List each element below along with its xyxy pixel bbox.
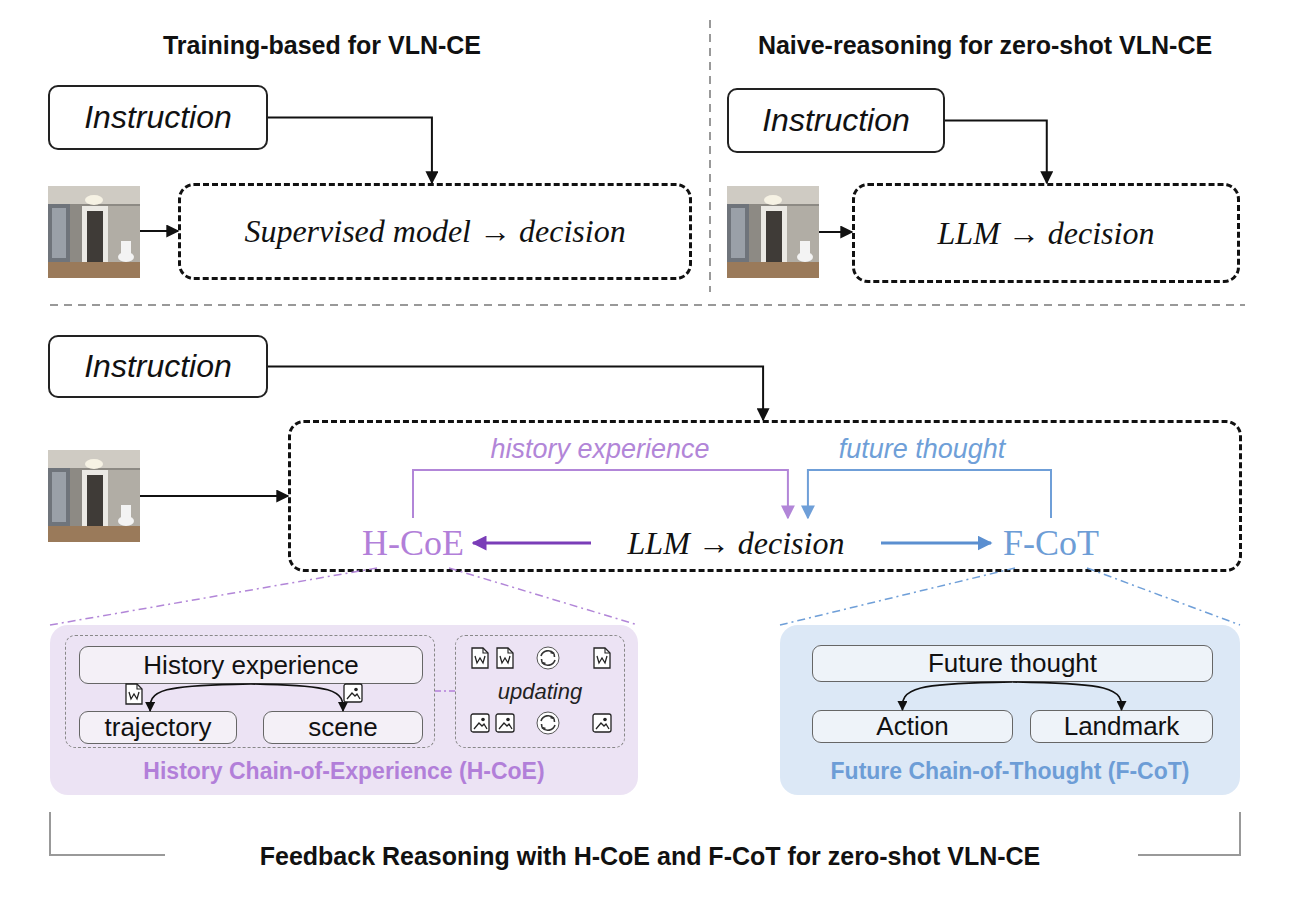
node-text: History experience <box>143 650 358 681</box>
node-text: History Chain-of-Experience (H-CoE) <box>50 758 638 785</box>
node-text: F-CoT <box>1003 522 1099 564</box>
concept-box: Landmark <box>1030 710 1213 743</box>
leader-line <box>780 568 1015 625</box>
flow-arrow <box>902 682 1012 710</box>
flow-arrow <box>473 542 591 545</box>
document-icon <box>594 648 610 668</box>
input-arrow <box>140 230 178 232</box>
framework-box: H-CoE LLM → decision F-CoT <box>288 420 1242 572</box>
leader-line <box>50 568 377 625</box>
concept-box: Future thought <box>812 645 1213 682</box>
node-text: H-CoE <box>362 522 464 564</box>
bracket-line <box>50 812 165 855</box>
concept-box: History experience <box>79 646 423 684</box>
document-icon <box>126 684 142 704</box>
scene-image <box>48 186 140 278</box>
module-panel: Future Chain-of-Thought (F-CoT) Future th… <box>780 625 1240 795</box>
node-text: Future Chain-of-Thought (F-CoT) <box>780 758 1240 785</box>
node-text: Landmark <box>1064 711 1180 742</box>
module-panel: History Chain-of-Experience (H-CoE) Histo… <box>50 625 638 795</box>
flow-arrow <box>945 121 1047 184</box>
input-box: Instruction <box>48 85 268 150</box>
node-text: Future thought <box>928 648 1097 679</box>
cycle-icon <box>537 712 559 734</box>
node-text: trajectory <box>105 712 212 743</box>
decision-node: LLM → decision <box>591 518 881 568</box>
concept-box: Action <box>812 710 1013 743</box>
node-text: LLM → decision <box>938 215 1155 252</box>
edge-label: history experience <box>490 434 709 465</box>
panel-heading: Naive-reasoning for zero-shot VLN-CE <box>758 31 1212 60</box>
flow-arrow <box>881 542 991 545</box>
module-label: H-CoE <box>353 518 473 568</box>
node-text: Action <box>876 711 948 742</box>
document-icon <box>472 648 488 668</box>
scene-image <box>48 450 140 542</box>
scene-image <box>727 186 819 278</box>
flow-arrow <box>413 470 788 518</box>
flow-arrow <box>268 118 432 184</box>
input-box: Instruction <box>727 88 945 153</box>
flow-arrow <box>150 684 251 711</box>
node-text: Supervised model → decision <box>244 213 625 250</box>
panel-divider <box>50 304 1245 306</box>
module-label: F-CoT <box>991 518 1111 568</box>
node-text: updating <box>498 679 582 705</box>
input-arrow <box>140 495 288 497</box>
flow-arrow <box>268 367 763 421</box>
input-box: Instruction <box>48 335 268 398</box>
figure-caption-line: Feedback Reasoning with H-CoE and F-CoT … <box>260 842 1041 871</box>
bracket-line <box>1138 812 1240 855</box>
input-arrow <box>819 231 852 233</box>
cycle-icon <box>537 647 559 669</box>
node-text: Instruction <box>84 348 232 385</box>
flow-arrow <box>251 684 343 711</box>
leader-line <box>435 690 455 692</box>
image-icon <box>593 714 611 732</box>
leader-line <box>1087 568 1240 625</box>
image-icon <box>496 714 514 732</box>
leader-line <box>449 568 638 625</box>
image-icon <box>344 684 362 702</box>
concept-box: scene <box>263 711 423 744</box>
node-text: Instruction <box>762 102 910 139</box>
flow-arrow <box>808 470 1051 518</box>
group-box: History experience trajectory scene <box>65 635 435 748</box>
flow-arrow <box>1013 682 1122 710</box>
update-box: updating <box>455 635 625 748</box>
node-text: Instruction <box>84 99 232 136</box>
node-text: LLM → decision <box>628 525 845 562</box>
image-icon <box>471 714 489 732</box>
document-icon <box>497 648 513 668</box>
model-box: LLM → decision <box>852 183 1240 283</box>
node-text: scene <box>308 712 377 743</box>
panel-heading: Training-based for VLN-CE <box>163 31 481 60</box>
model-box: Supervised model → decision <box>178 183 692 280</box>
panel-divider <box>709 20 711 292</box>
concept-box: trajectory <box>79 711 237 744</box>
edge-label: future thought <box>839 434 1006 465</box>
